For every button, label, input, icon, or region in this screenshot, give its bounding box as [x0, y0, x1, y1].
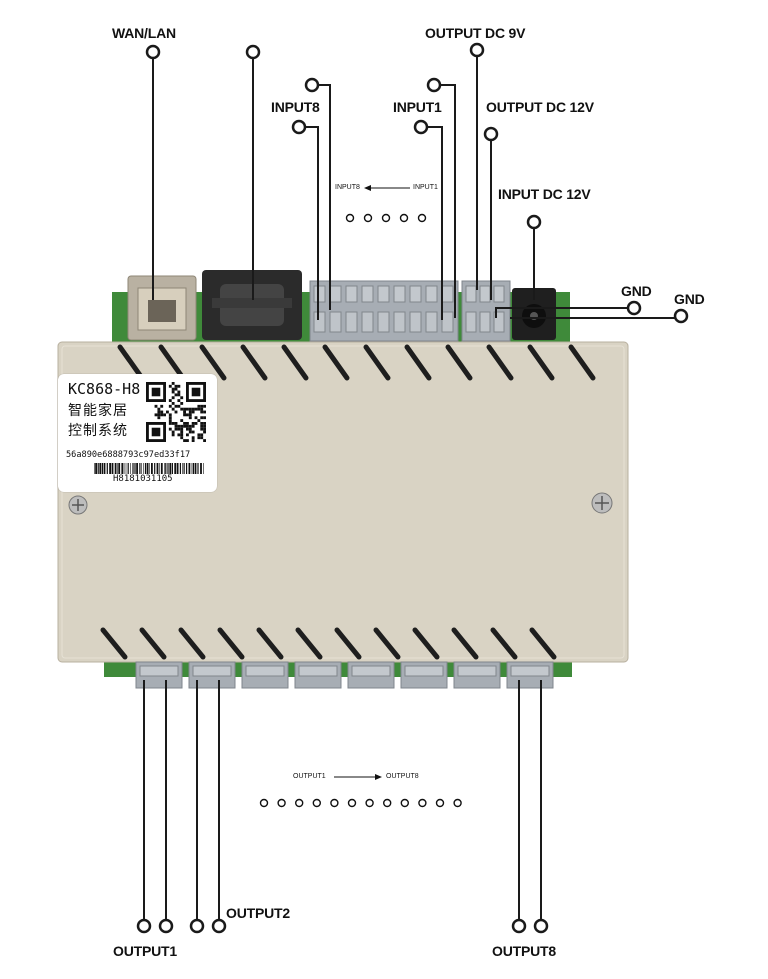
product-sticker: KC868-H8 智能家居 控制系统 56a890e6888793c97ed33…	[58, 374, 217, 492]
ethernet-port	[127, 275, 197, 341]
input-range-from: INPUT8	[335, 184, 360, 191]
label-gnd-1: GND	[621, 283, 652, 299]
vent-slots-top	[117, 344, 596, 381]
input-range-arrow	[364, 185, 410, 191]
output-pin-dots	[259, 798, 462, 808]
label-input-dc-12v: INPUT DC 12V	[498, 186, 591, 202]
device-hash: 56a890e6888793c97ed33f17	[66, 450, 191, 460]
output-range-arrow	[334, 774, 382, 780]
product-name-line2: 控制系统	[68, 423, 128, 439]
output-range-from: OUTPUT1	[293, 773, 326, 780]
input-range-to: INPUT1	[413, 184, 438, 191]
screw-right	[591, 492, 613, 514]
input-pin-dots	[345, 213, 427, 223]
label-output2: OUTPUT2	[226, 905, 290, 921]
barcode	[94, 463, 204, 474]
label-input8: INPUT8	[271, 99, 320, 115]
product-name-line1: 智能家居	[68, 403, 128, 419]
output-terminal-blocks	[135, 661, 554, 689]
vent-slots-bottom	[100, 627, 557, 660]
output-range-to: OUTPUT8	[386, 773, 419, 780]
db9-connector	[202, 270, 302, 340]
label-input1: INPUT1	[393, 99, 442, 115]
power-terminal-block	[461, 280, 511, 342]
dc-jack	[512, 288, 556, 340]
label-output1: OUTPUT1	[113, 943, 177, 959]
model-number: KC868-H8	[68, 380, 141, 398]
screw-left	[68, 495, 88, 515]
label-wan-lan: WAN/LAN	[112, 25, 176, 41]
qr-code	[146, 382, 206, 442]
label-output-dc-12v: OUTPUT DC 12V	[486, 99, 594, 115]
input-terminal-block	[309, 280, 459, 342]
label-gnd-2: GND	[674, 291, 705, 307]
label-output-dc-9v: OUTPUT DC 9V	[425, 25, 526, 41]
serial-number: H8181031105	[113, 474, 173, 484]
label-output8: OUTPUT8	[492, 943, 556, 959]
